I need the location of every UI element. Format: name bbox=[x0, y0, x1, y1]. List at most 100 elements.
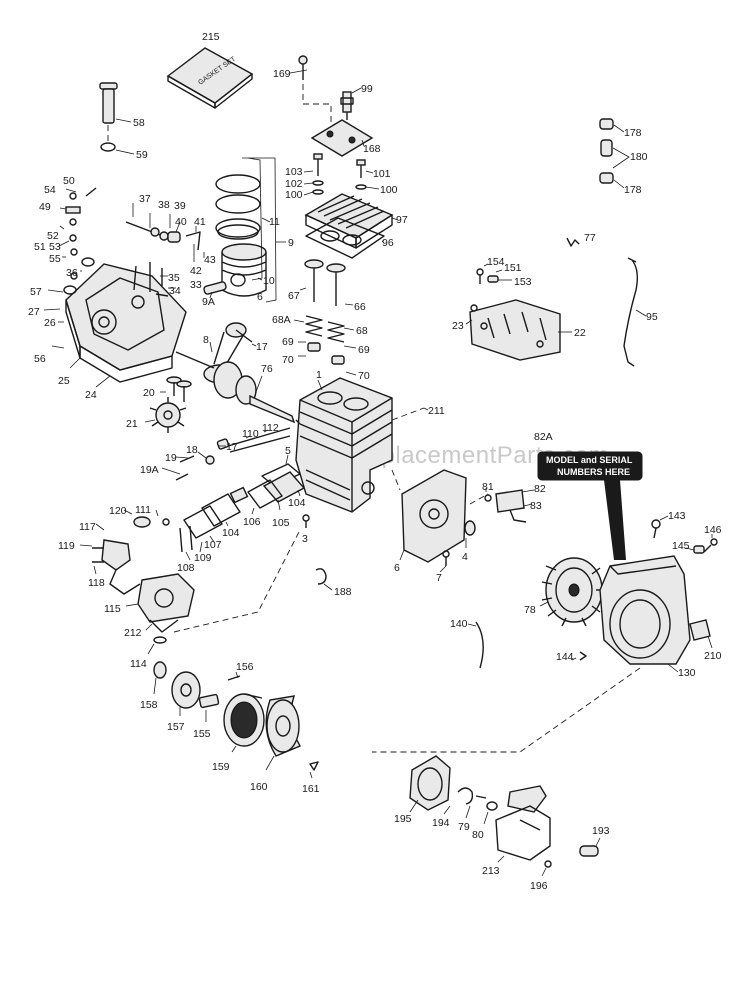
callout-27: 27 bbox=[28, 306, 40, 318]
gasket-set-box: GASKET SET bbox=[166, 47, 254, 109]
air-cleaner-cover bbox=[265, 695, 302, 757]
air-cleaner-element bbox=[223, 693, 265, 747]
callout-146: 146 bbox=[704, 524, 722, 536]
callout-79: 79 bbox=[458, 821, 470, 833]
callout-100-left: 100 bbox=[285, 189, 303, 201]
carburetor-link-parts bbox=[92, 516, 170, 595]
callout-42: 42 bbox=[190, 265, 202, 277]
callout-76: 76 bbox=[261, 363, 273, 375]
valve-spring-right bbox=[327, 321, 345, 365]
callout-193: 193 bbox=[592, 825, 610, 837]
callout-41: 41 bbox=[194, 216, 206, 228]
callout-51: 51 bbox=[34, 241, 46, 253]
callout-168: 168 bbox=[363, 143, 381, 155]
valve-66 bbox=[326, 263, 346, 306]
backplate bbox=[401, 469, 467, 563]
air-cleaner-base bbox=[171, 671, 201, 709]
callout-118: 118 bbox=[88, 577, 105, 589]
callout-80: 80 bbox=[472, 829, 484, 841]
callout-110: 110 bbox=[242, 428, 259, 440]
callout-35: 35 bbox=[168, 272, 180, 284]
callout-20: 20 bbox=[143, 387, 155, 399]
callout-130: 130 bbox=[678, 667, 696, 679]
callout-101: 101 bbox=[373, 168, 391, 180]
callout-33: 33 bbox=[190, 279, 202, 291]
callout-119: 119 bbox=[58, 540, 75, 552]
intake-spacer-stack bbox=[179, 463, 306, 553]
callout-24: 24 bbox=[85, 389, 97, 401]
callout-180: 180 bbox=[630, 151, 648, 163]
callout-68: 68 bbox=[356, 325, 368, 337]
label-210 bbox=[689, 619, 711, 641]
clip-188 bbox=[315, 568, 327, 585]
grommet-178-bottom bbox=[599, 172, 614, 184]
callout-157: 157 bbox=[167, 721, 185, 733]
callout-19: 19 bbox=[165, 452, 177, 464]
callout-140: 140 bbox=[450, 618, 468, 630]
callout-117: 117 bbox=[79, 521, 96, 533]
part-145 bbox=[693, 545, 705, 554]
callout-69-left: 69 bbox=[282, 336, 294, 348]
model-note-line2: NUMBERS HERE bbox=[557, 467, 630, 477]
callout-55: 55 bbox=[49, 253, 61, 265]
callout-195: 195 bbox=[394, 813, 412, 825]
callout-105: 105 bbox=[272, 517, 290, 529]
screw-3 bbox=[302, 514, 310, 528]
air-cleaner-gasket bbox=[153, 661, 167, 679]
mounting-bracket bbox=[469, 299, 561, 361]
callout-104-top: 104 bbox=[288, 497, 306, 509]
callout-178-bottom: 178 bbox=[624, 184, 642, 196]
spacer-4 bbox=[464, 520, 476, 536]
callout-161: 161 bbox=[302, 783, 320, 795]
callout-145: 145 bbox=[672, 540, 690, 552]
nut-196 bbox=[544, 860, 552, 868]
model-serial-note: MODEL and SERIAL NUMBERS HERE bbox=[537, 451, 643, 560]
callout-83: 83 bbox=[530, 500, 542, 512]
callout-154: 154 bbox=[487, 256, 505, 268]
clip-77 bbox=[566, 237, 580, 247]
camshaft-gear bbox=[149, 397, 187, 433]
callout-39: 39 bbox=[174, 200, 186, 212]
callout-36: 36 bbox=[66, 267, 78, 279]
valve-spring-left bbox=[305, 315, 323, 352]
head-bolt-right bbox=[355, 159, 367, 190]
model-note-line1: MODEL and SERIAL bbox=[546, 455, 633, 465]
ignition-module bbox=[484, 489, 527, 523]
starter-cup bbox=[409, 755, 451, 811]
callout-106: 106 bbox=[243, 516, 261, 528]
callout-143: 143 bbox=[668, 510, 686, 522]
air-cleaner-stud bbox=[198, 675, 241, 709]
spark-plug bbox=[340, 91, 354, 120]
fuel-line-140 bbox=[475, 621, 484, 669]
callout-108: 108 bbox=[177, 562, 195, 574]
callout-19A: 19A bbox=[140, 464, 159, 476]
callout-95: 95 bbox=[646, 311, 658, 323]
starter-handle bbox=[579, 845, 599, 857]
callout-109: 109 bbox=[194, 552, 212, 564]
carburetor bbox=[137, 573, 195, 644]
cylinder-head-cover-plate bbox=[310, 119, 374, 157]
callout-22: 22 bbox=[574, 327, 586, 339]
callout-7: 7 bbox=[436, 572, 442, 584]
callout-120: 120 bbox=[109, 505, 127, 517]
callout-99: 99 bbox=[361, 83, 373, 95]
callout-53: 53 bbox=[49, 241, 61, 253]
callout-178-top: 178 bbox=[624, 127, 642, 139]
cylinder-head bbox=[304, 193, 394, 249]
blower-housing bbox=[599, 555, 691, 665]
callout-34: 34 bbox=[169, 285, 181, 297]
callout-210: 210 bbox=[704, 650, 722, 662]
bracket-hardware bbox=[470, 268, 499, 312]
screw-7 bbox=[442, 550, 450, 566]
callout-11: 11 bbox=[269, 216, 280, 228]
callout-112: 112 bbox=[262, 422, 279, 434]
callout-196: 196 bbox=[530, 880, 548, 892]
callout-57: 57 bbox=[30, 286, 42, 298]
callout-97: 97 bbox=[396, 214, 408, 226]
callout-9A: 9A bbox=[202, 296, 215, 308]
callout-56: 56 bbox=[34, 353, 46, 365]
callout-77: 77 bbox=[584, 232, 596, 244]
callout-23: 23 bbox=[452, 320, 464, 332]
piston bbox=[221, 243, 267, 297]
